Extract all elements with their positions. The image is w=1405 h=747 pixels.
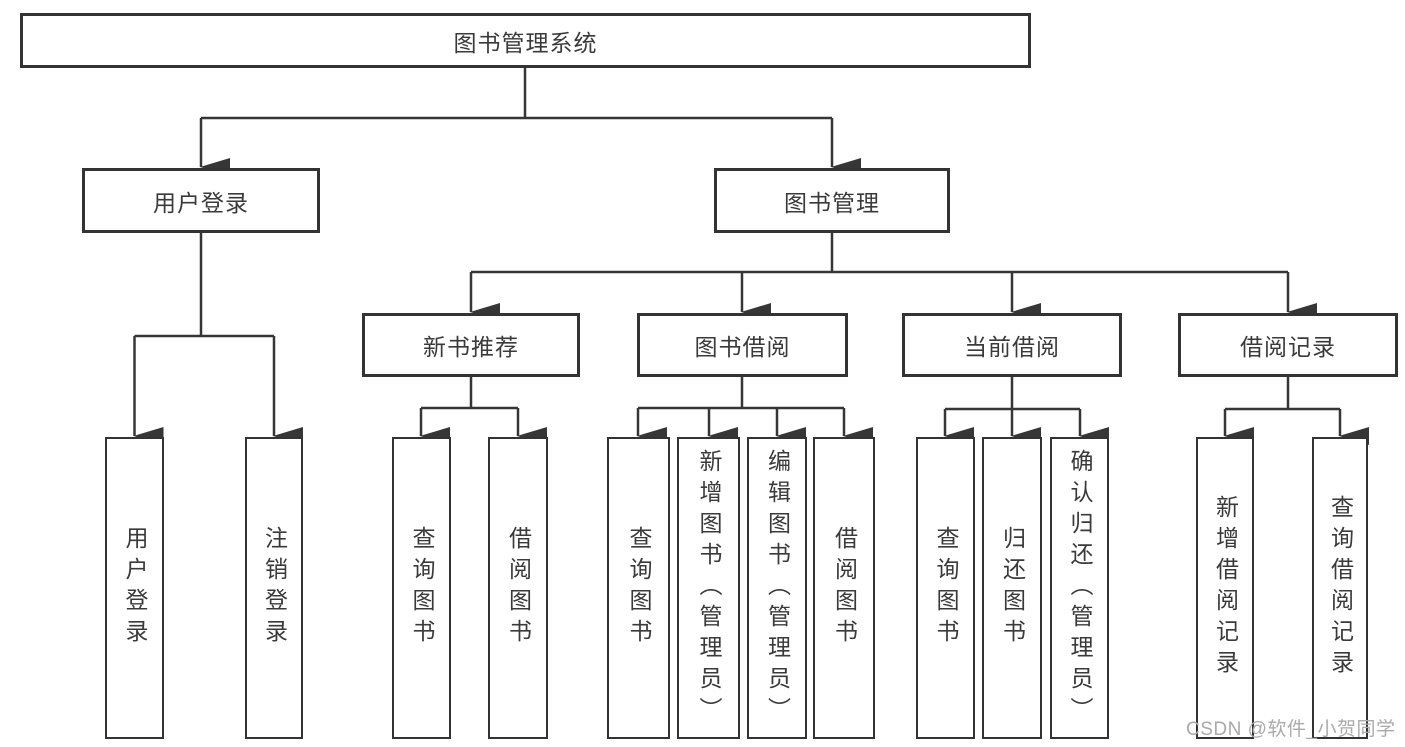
leaf-add-borrow-record: 新增借阅记录 (1196, 437, 1254, 739)
leaf-borrow-books-2: 借阅图书 (813, 437, 875, 739)
node-current-borrowing: 当前借阅 (902, 313, 1122, 377)
leaf-query-books-3: 查询图书 (916, 437, 975, 739)
connector-trunk-lines (134, 68, 1340, 411)
leaf-add-books-admin-label: 新增图书（管理员） (696, 448, 722, 728)
node-book-borrowing: 图书借阅 (637, 313, 848, 377)
node-root: 图书管理系统 (20, 13, 1031, 68)
leaf-query-books-2-label: 查询图书 (626, 526, 652, 650)
leaf-return-books-label: 归还图书 (999, 526, 1026, 650)
node-borrowing-records-label: 借阅记录 (1240, 334, 1336, 360)
leaf-borrow-books-1: 借阅图书 (488, 437, 548, 739)
leaf-borrow-books-2-label: 借阅图书 (831, 526, 858, 650)
leaf-add-books-admin: 新增图书（管理员） (677, 437, 740, 739)
leaf-query-borrow-record: 查询借阅记录 (1312, 437, 1368, 739)
node-new-book-recommend: 新书推荐 (362, 313, 580, 377)
leaf-query-books-1-label: 查询图书 (409, 526, 435, 650)
node-user-login: 用户登录 (82, 168, 320, 233)
leaf-query-books-3-label: 查询图书 (933, 526, 959, 650)
leaf-user-login-label: 用户登录 (122, 526, 148, 650)
node-borrowing-records: 借阅记录 (1178, 313, 1398, 377)
node-user-login-label: 用户登录 (153, 189, 249, 216)
node-current-borrowing-label: 当前借阅 (964, 334, 1060, 360)
leaf-confirm-return-admin: 确认归还（管理员） (1050, 437, 1109, 739)
leaf-edit-books-admin: 编辑图书（管理员） (747, 437, 807, 739)
csdn-watermark: CSDN @软件_小贺同学 (1186, 719, 1396, 740)
leaf-query-books-1: 查询图书 (392, 437, 451, 739)
node-new-book-recommend-label: 新书推荐 (423, 334, 519, 360)
leaf-user-login: 用户登录 (105, 437, 164, 739)
node-book-management: 图书管理 (714, 168, 950, 233)
leaf-return-books: 归还图书 (982, 437, 1042, 739)
node-book-borrowing-label: 图书借阅 (694, 334, 791, 360)
leaf-logout: 注销登录 (245, 437, 303, 739)
leaf-add-borrow-record-label: 新增借阅记录 (1212, 495, 1239, 681)
node-root-label: 图书管理系统 (453, 29, 598, 56)
node-book-management-label: 图书管理 (784, 189, 880, 216)
leaf-borrow-books-1-label: 借阅图书 (505, 526, 532, 650)
leaf-edit-books-admin-label: 编辑图书（管理员） (764, 448, 791, 728)
leaf-query-books-2: 查询图书 (607, 437, 670, 739)
leaf-logout-label: 注销登录 (261, 526, 288, 650)
leaf-query-borrow-record-label: 查询借阅记录 (1327, 495, 1354, 681)
leaf-confirm-return-admin-label: 确认归还（管理员） (1067, 448, 1093, 728)
